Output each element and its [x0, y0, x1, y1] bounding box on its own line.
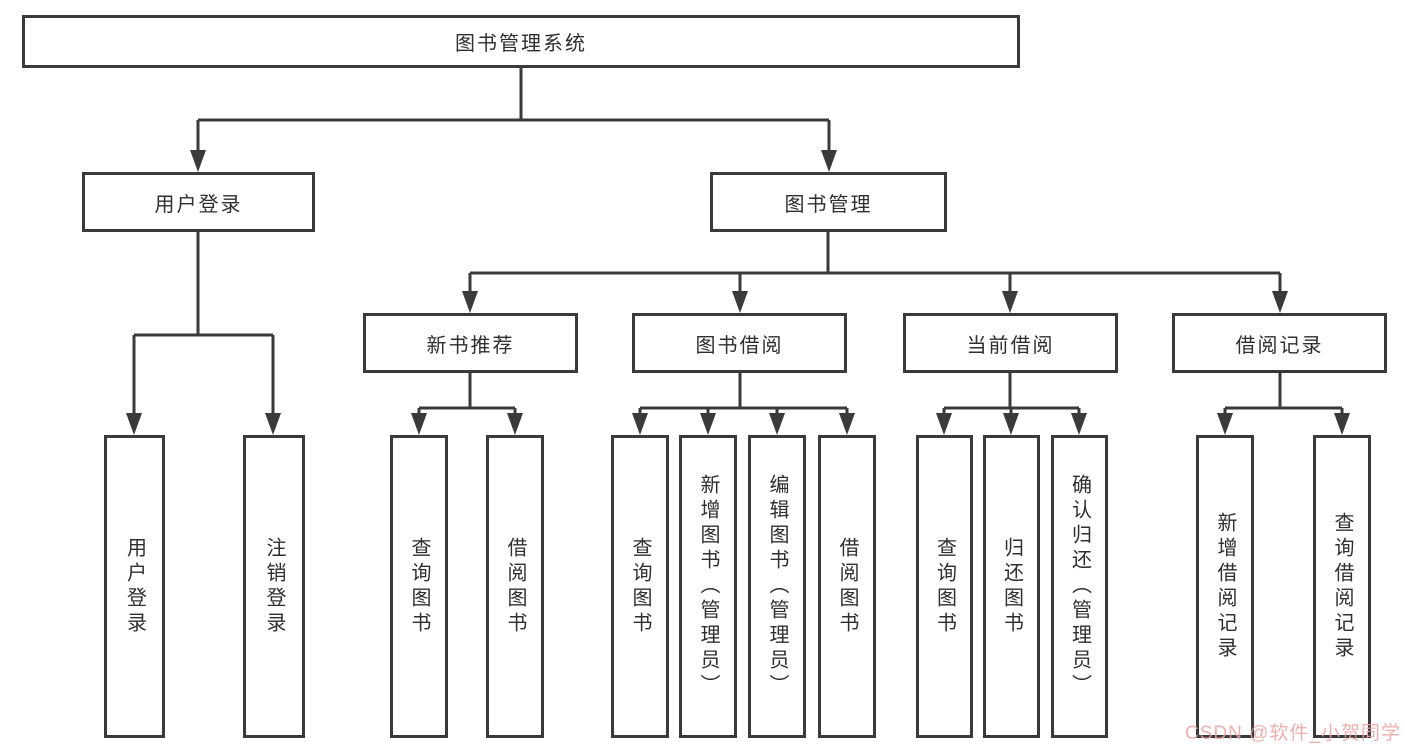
leaf-user-login-label: 用户登录: [123, 536, 146, 637]
leaf-current-query-books-label: 查询图书: [933, 536, 956, 637]
leaf-newbooks-borrow-books: 借阅图书: [486, 435, 544, 738]
leaf-borrowing-edit-books-admin-label: 编辑图书（管理员）: [766, 474, 788, 699]
node-borrow-records-label: 借阅记录: [1235, 334, 1324, 357]
leaf-records-query-record: 查询借阅记录: [1313, 435, 1371, 738]
leaf-newbooks-query-books: 查询图书: [390, 435, 448, 738]
node-book-management: 图书管理: [710, 172, 947, 232]
leaf-logout-label: 注销登录: [263, 536, 285, 637]
node-current-borrowing: 当前借阅: [903, 313, 1118, 373]
leaf-borrowing-query-books: 查询图书: [611, 435, 669, 738]
leaf-borrowing-borrow-books: 借阅图书: [818, 435, 876, 738]
connector-arrowheads: [126, 150, 1350, 435]
node-book-borrowing-label: 图书借阅: [695, 334, 784, 357]
node-borrow-records: 借阅记录: [1172, 313, 1387, 373]
leaf-current-confirm-return-admin: 确认归还（管理员）: [1051, 435, 1108, 738]
leaf-borrowing-borrow-books-label: 借阅图书: [836, 536, 858, 637]
leaf-borrowing-add-books-admin-label: 新增图书（管理员）: [697, 474, 719, 699]
node-user-login-label: 用户登录: [154, 193, 243, 216]
leaf-newbooks-query-books-label: 查询图书: [408, 536, 430, 637]
node-new-book-recommend: 新书推荐: [363, 313, 578, 373]
leaf-borrowing-query-books-label: 查询图书: [629, 536, 651, 637]
connector-shafts: [132, 68, 1344, 419]
node-new-book-recommend-label: 新书推荐: [426, 334, 515, 357]
leaf-records-add-record-label: 新增借阅记录: [1214, 511, 1236, 662]
leaf-newbooks-borrow-books-label: 借阅图书: [504, 536, 526, 637]
leaf-current-return-books: 归还图书: [983, 435, 1040, 738]
leaf-records-add-record: 新增借阅记录: [1196, 435, 1254, 738]
node-root-label: 图书管理系统: [455, 33, 587, 55]
node-user-login: 用户登录: [82, 172, 315, 232]
leaf-current-return-books-label: 归还图书: [1000, 536, 1023, 637]
leaf-borrowing-add-books-admin: 新增图书（管理员）: [679, 435, 737, 738]
node-book-borrowing: 图书借阅: [632, 313, 847, 373]
node-book-management-label: 图书管理: [784, 193, 873, 216]
leaf-current-confirm-return-admin-label: 确认归还（管理员）: [1068, 474, 1091, 699]
csdn-watermark: CSDN @软件_小贺同学: [1185, 723, 1401, 744]
node-root-system: 图书管理系统: [22, 15, 1020, 68]
leaf-logout: 注销登录: [243, 435, 305, 738]
leaf-current-query-books: 查询图书: [916, 435, 973, 738]
leaf-user-login: 用户登录: [104, 435, 165, 738]
leaf-borrowing-edit-books-admin: 编辑图书（管理员）: [748, 435, 806, 738]
node-current-borrowing-label: 当前借阅: [966, 334, 1055, 357]
leaf-records-query-record-label: 查询借阅记录: [1331, 511, 1353, 662]
